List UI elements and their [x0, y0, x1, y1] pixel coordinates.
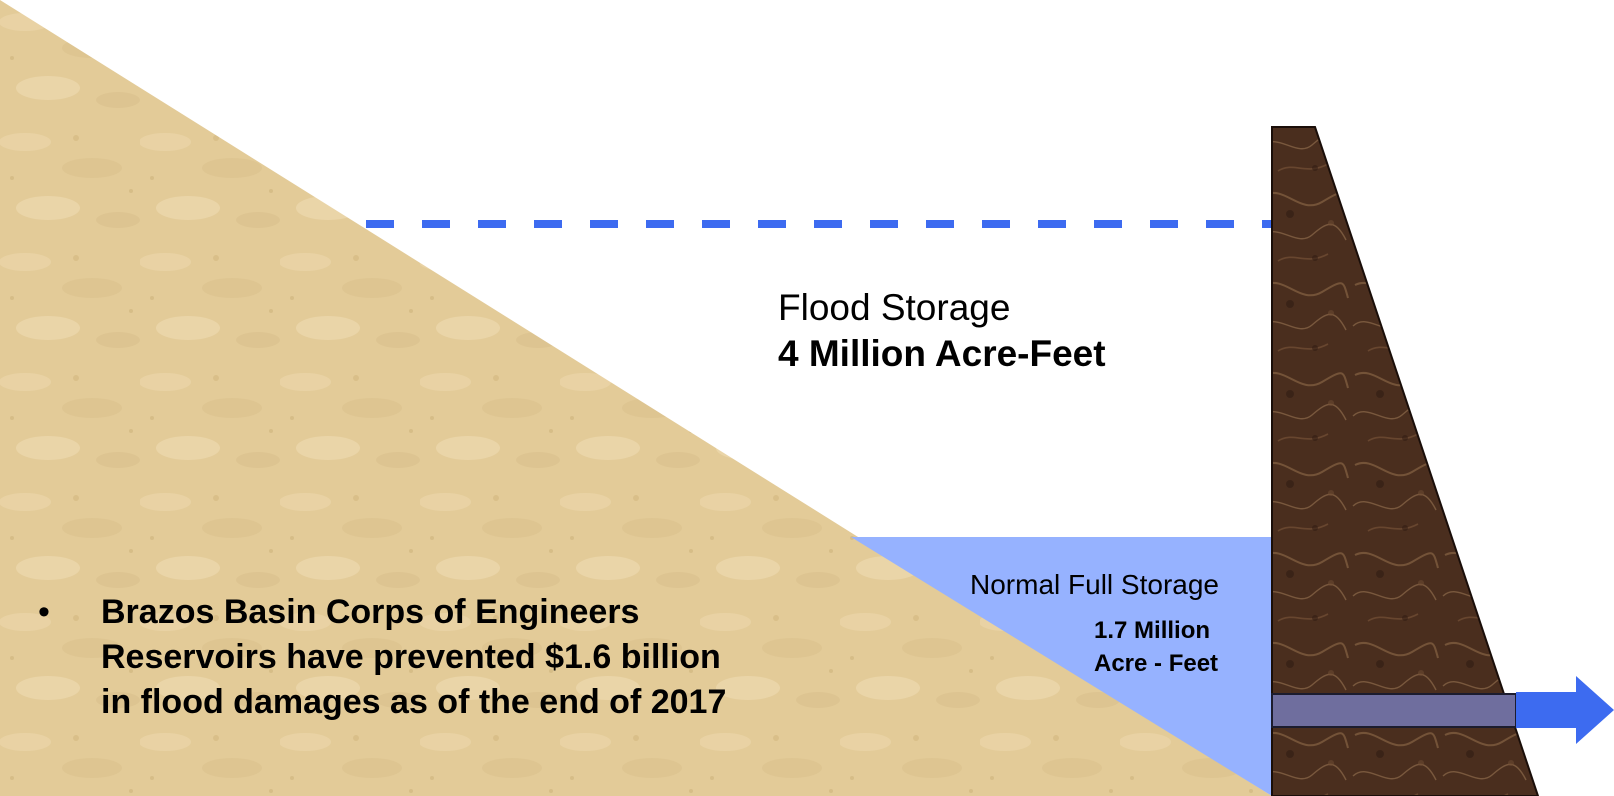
right-arrow-icon — [1516, 676, 1614, 744]
normal-full-storage-value: 1.7 Million Acre - Feet — [1094, 614, 1218, 680]
dam-structure — [1271, 126, 1540, 796]
flood-storage-title: Flood Storage — [778, 287, 1011, 328]
flood-storage-label: Flood Storage 4 Million Acre-Feet — [778, 285, 1106, 377]
normal-full-storage-title: Normal Full Storage — [970, 569, 1219, 600]
bullet-text: Brazos Basin Corps of Engineers Reservoi… — [101, 593, 727, 721]
flood-storage-value: 4 Million Acre-Feet — [778, 333, 1106, 374]
normal-storage-value-line-2: Acre - Feet — [1094, 650, 1219, 677]
outlet-pipe — [1271, 693, 1517, 728]
normal-full-storage-water — [851, 537, 1272, 796]
normal-storage-value-line-1: 1.7 Million — [1094, 617, 1211, 644]
bullet-dot-icon: • — [38, 593, 50, 631]
